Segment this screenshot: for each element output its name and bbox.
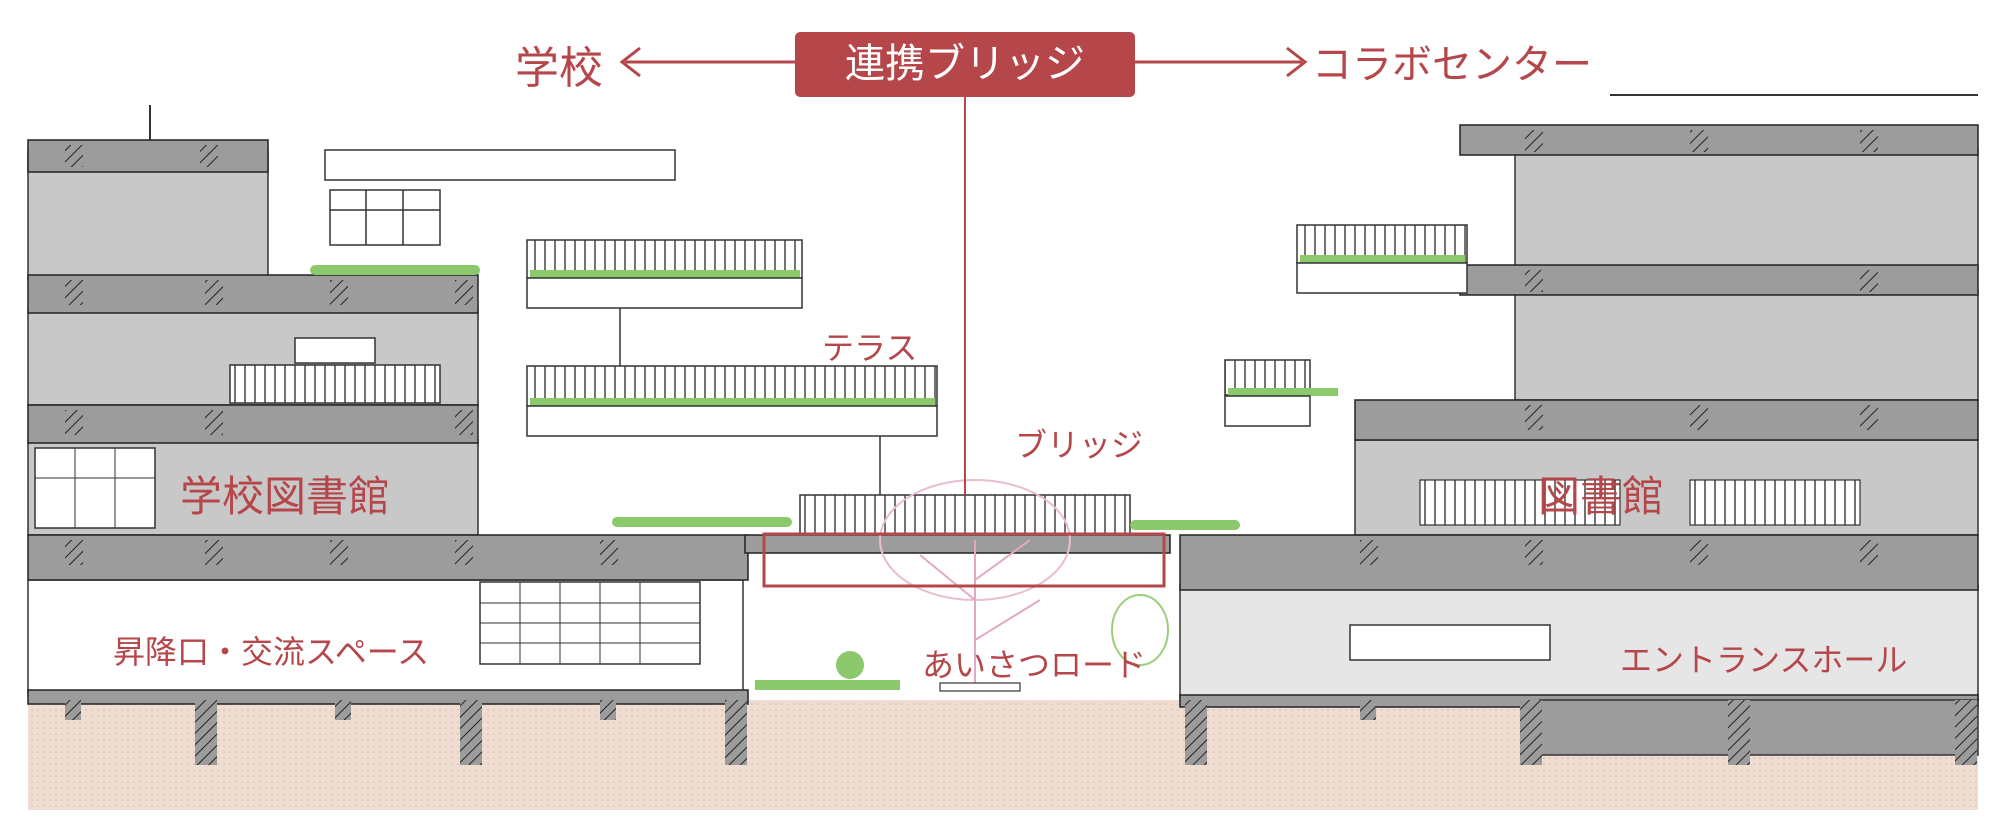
school-library-label: 学校図書館 xyxy=(180,472,391,521)
right-destination-label: コラボセンター xyxy=(1312,42,1592,88)
entrance-exchange-label: 昇降口・交流スペース xyxy=(113,633,430,671)
cherry-tree xyxy=(879,479,1071,690)
library-label: 図書館 xyxy=(1538,472,1665,521)
small-tree xyxy=(836,651,864,679)
bridge-highlight-box xyxy=(762,532,1166,588)
left-destination-label: 学校 xyxy=(515,43,603,94)
title-box xyxy=(795,32,1135,97)
terrace-label: テラス xyxy=(822,329,918,367)
school-building xyxy=(27,105,792,765)
library-building xyxy=(1179,94,1979,765)
bridge xyxy=(744,494,1240,554)
courtyard-planting xyxy=(755,680,900,690)
tree-outline xyxy=(1111,594,1169,666)
entrance-hall-label: エントランスホール xyxy=(1620,641,1908,679)
arrow-left xyxy=(619,46,795,78)
terrace-lower xyxy=(526,365,938,498)
title-label: 連携ブリッジ xyxy=(845,41,1085,87)
greeting-road-label: あいさつロード xyxy=(922,646,1147,684)
bench xyxy=(939,682,1021,692)
arrow-right xyxy=(1135,46,1308,78)
bridge-label: ブリッジ xyxy=(1015,426,1144,464)
terrace-upper xyxy=(526,239,803,368)
